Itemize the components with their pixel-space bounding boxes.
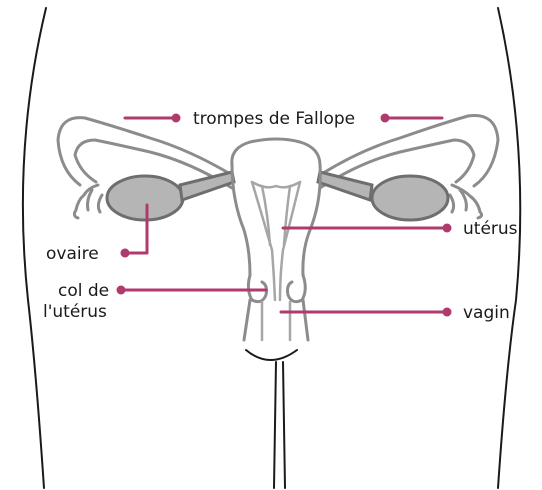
right-ovary-shape <box>372 176 448 220</box>
uterus-drawing <box>232 139 320 340</box>
ovaries-drawing <box>107 172 448 220</box>
label-ovary: ovaire <box>46 244 99 264</box>
label-cervix-line1: col de <box>58 281 109 301</box>
label-cervix-line2: l'utérus <box>43 302 107 322</box>
left-ovary-shape <box>107 176 183 220</box>
label-uterus: utérus <box>463 219 518 239</box>
label-fallopian-tubes: trompes de Fallope <box>193 109 355 129</box>
label-vagina: vagin <box>463 303 510 323</box>
